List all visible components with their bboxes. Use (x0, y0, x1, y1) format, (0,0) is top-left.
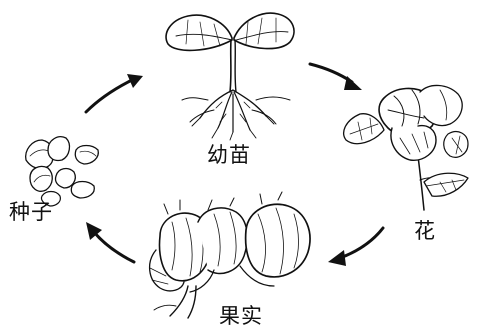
cycle-arrows (84, 62, 385, 266)
flower-illustration (343, 84, 469, 211)
seeds-illustration (25, 136, 99, 207)
seedling-label: 幼苗 (207, 143, 251, 167)
fruit-illustration (149, 191, 311, 319)
flower-label: 花 (414, 219, 436, 243)
fruit-label: 果实 (219, 304, 263, 328)
seed-label: 种子 (9, 200, 53, 224)
arrow-fruit-to-seed (86, 222, 136, 264)
arrow-seed-to-seedling (84, 74, 143, 114)
arrow-flower-to-fruit (328, 226, 385, 266)
arrow-seedling-to-flower (308, 62, 362, 90)
seedling-illustration (165, 12, 295, 141)
